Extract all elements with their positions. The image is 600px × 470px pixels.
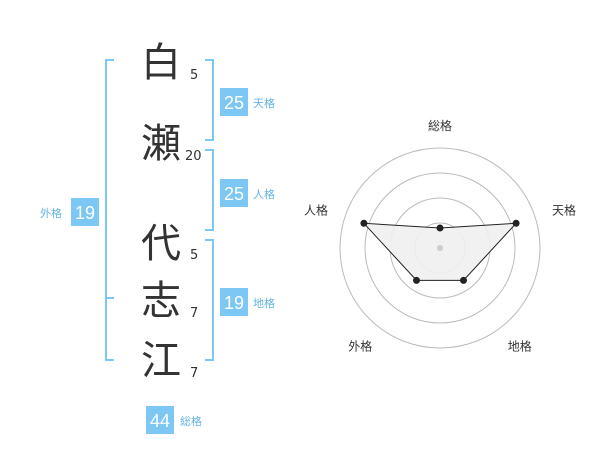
jinkaku-label: 人格 xyxy=(253,187,275,201)
radar-axis-label-4: 外格 xyxy=(348,339,372,354)
radar-axis-label-1: 総格 xyxy=(428,118,452,133)
stroke-count-2: 20 xyxy=(185,149,202,164)
name-characters: 白 5 瀬 20 代 5 志 7 江 7 xyxy=(141,40,202,384)
name-char-4: 志 xyxy=(141,278,181,324)
jinkaku-badge: 25 人格 xyxy=(220,179,275,207)
soukaku-value: 44 xyxy=(150,411,170,431)
name-char-1: 白 xyxy=(141,40,181,86)
soukaku-label: 総格 xyxy=(180,414,202,428)
brackets xyxy=(105,59,214,361)
chikaku-label: 地格 xyxy=(253,296,275,310)
tenkaku-bracket xyxy=(205,59,214,141)
gaikaku-badge: 外格 19 xyxy=(40,198,99,226)
radar-point-5 xyxy=(360,219,368,227)
gaikaku-value: 19 xyxy=(75,203,95,223)
radar-point-1 xyxy=(436,224,444,232)
stroke-count-5: 7 xyxy=(190,366,198,381)
name-char-5: 江 xyxy=(141,338,181,384)
jinkaku-bracket xyxy=(205,149,214,231)
radar-polygon xyxy=(362,222,518,281)
tenkaku-badge: 25 天格 xyxy=(220,88,275,116)
name-char-3: 代 xyxy=(141,221,181,267)
name-char-2: 瀬 xyxy=(141,121,181,167)
radar-point-4 xyxy=(412,276,420,284)
chikaku-badge: 19 地格 xyxy=(220,288,275,316)
tenkaku-value: 25 xyxy=(224,93,244,113)
stroke-count-1: 5 xyxy=(190,68,198,83)
chikaku-bracket xyxy=(205,239,214,361)
radar-ring xyxy=(364,172,516,324)
radar-points xyxy=(360,219,520,284)
radar-axis-label-2: 天格 xyxy=(552,202,576,217)
radar-axis-label-3: 地格 xyxy=(508,339,532,354)
chikaku-value: 19 xyxy=(224,293,244,313)
radar-ring xyxy=(339,147,541,349)
stroke-count-4: 7 xyxy=(190,306,198,321)
jinkaku-value: 25 xyxy=(224,184,244,204)
soukaku-badge: 44 総格 xyxy=(146,406,202,434)
tenkaku-label: 天格 xyxy=(253,96,275,110)
stroke-count-3: 5 xyxy=(190,248,198,263)
radar-point-2 xyxy=(512,219,520,227)
gaikaku-label: 外格 xyxy=(40,206,62,220)
radar-axis-label-5: 人格 xyxy=(304,202,328,217)
radar-center-dot xyxy=(437,245,443,251)
outer-bracket xyxy=(105,59,114,361)
radar-point-3 xyxy=(460,276,468,284)
